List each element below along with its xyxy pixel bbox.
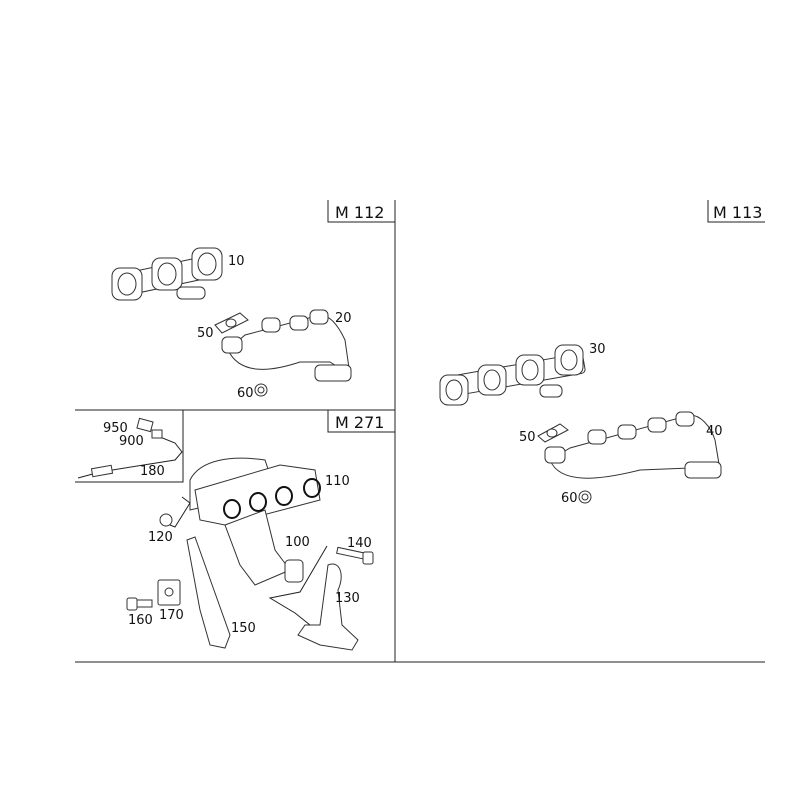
gasket-50-m113: [537, 423, 569, 443]
callout-150: 150: [231, 621, 256, 636]
m271-header: M 271: [327, 410, 395, 433]
callout-170: 170: [159, 608, 184, 623]
gasket-110: [223, 478, 321, 519]
callout-100: 100: [285, 535, 310, 550]
heat-shield-150: [186, 536, 231, 649]
svg-text:M 113: M 113: [713, 203, 762, 222]
callout-950: 950: [103, 421, 128, 436]
nut-60-m113: [578, 490, 592, 504]
exhaust-manifold-right-m113: [544, 411, 722, 479]
callout-110: 110: [325, 474, 350, 489]
bolt-140: [336, 546, 374, 565]
gasket-50-m112: [214, 312, 249, 334]
callout-30: 30: [589, 342, 606, 357]
callout-180: 180: [140, 464, 165, 479]
callout-140: 140: [347, 536, 372, 551]
bracket-170: [157, 579, 181, 606]
bracket-130: [297, 563, 359, 651]
exhaust-manifold-left-m113: [439, 344, 586, 406]
callout-60: 60: [237, 386, 254, 401]
oxygen-sensor-inset-box: [75, 410, 184, 483]
callout-60: 60: [561, 491, 578, 506]
callout-130: 130: [335, 591, 360, 606]
callout-50: 50: [519, 430, 536, 445]
leader-120: [169, 496, 191, 528]
exhaust-manifold-catalytic-converter: [189, 457, 321, 586]
exhaust-manifold-left-m112: [111, 247, 223, 301]
callout-20: 20: [335, 311, 352, 326]
leader-130: [268, 545, 328, 626]
callout-120: 120: [148, 530, 173, 545]
svg-text:M 112: M 112: [335, 203, 384, 222]
svg-text:M 271: M 271: [335, 413, 384, 432]
callout-160: 160: [128, 613, 153, 628]
exhaust-manifold-right-m112: [221, 309, 352, 382]
nut-60-m112: [254, 383, 268, 397]
bolt-160: [126, 597, 153, 611]
callout-10: 10: [228, 254, 245, 269]
m112-header: M 112: [327, 200, 395, 223]
nut-120: [159, 513, 173, 527]
callout-50: 50: [197, 326, 214, 341]
m113-header: M 113: [707, 200, 765, 223]
oxygen-sensor: [77, 417, 183, 479]
callout-900: 900: [119, 434, 144, 449]
callout-40: 40: [706, 424, 723, 439]
